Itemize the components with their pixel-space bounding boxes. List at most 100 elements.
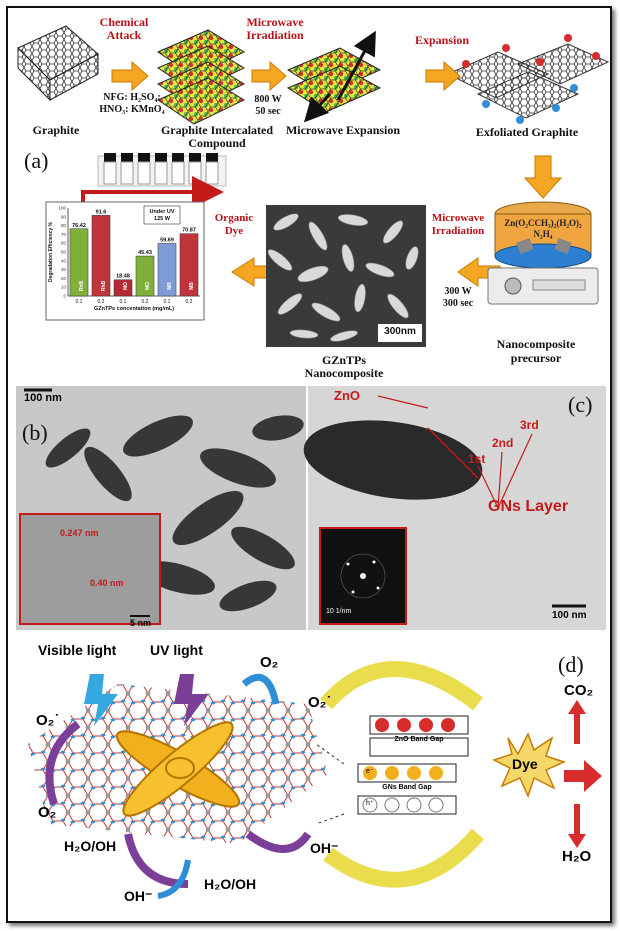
label-chemical-attack: Chemical Attack <box>99 15 149 42</box>
panel-label-d: (d) <box>558 652 584 677</box>
chart-y-tick: 60 <box>61 241 67 246</box>
dye-star <box>492 732 567 799</box>
chart-value-label: 18.48 <box>116 274 130 280</box>
label-power-300: 300 W <box>444 286 472 297</box>
chart-y-tick: 20 <box>61 276 67 281</box>
arrow-h2o-bottom <box>124 833 189 888</box>
chart-dye-label: MB <box>189 282 195 290</box>
tem-saed-scale: 10 1/nm <box>326 608 352 615</box>
tem-rod-right <box>303 420 483 500</box>
label-precursor-1: Nanocomposite <box>496 337 576 351</box>
panel-label-c: (c) <box>568 392 593 417</box>
exfoliated-graphite <box>446 34 610 124</box>
sem-image <box>266 205 426 347</box>
zno-tetrapod <box>115 721 241 817</box>
label-time-50: 50 sec <box>255 106 281 117</box>
label-o2-left: O₂ <box>38 804 57 821</box>
chart-annotation-box <box>143 205 181 225</box>
band-diagram <box>315 715 469 825</box>
tem-label-second: 2nd <box>492 436 514 450</box>
tem-dspacing-2: 0.40 nm <box>90 578 124 588</box>
chart-annotation: Under UV <box>149 209 174 215</box>
yellow-arrow-top <box>320 661 483 711</box>
chart-value-label: 70.87 <box>182 228 196 234</box>
degradation-chart: 010203040506070809010076.42RhB0.191.6RhB… <box>48 205 200 312</box>
label-exfoliated: Exfoliated Graphite <box>475 125 579 139</box>
chart-bar <box>113 279 133 297</box>
arrow-oh-right <box>245 830 312 853</box>
tem-scale-inset: 5 nm <box>130 618 152 628</box>
chart-bar <box>179 233 199 297</box>
tem-dspacing-1: 0.247 nm <box>60 528 99 538</box>
chart-value-label: 76.42 <box>72 223 86 229</box>
chart-x-label: GZnTPs concentation (mg/mL) <box>94 306 174 312</box>
gic-stack <box>156 29 246 125</box>
label-h2o-product: H₂O <box>562 848 592 865</box>
label-reagents-2: HNO₃: KMnO₄ <box>99 104 165 115</box>
arrow-o2-left <box>45 720 81 806</box>
chart-y-label: Degradation Efficiency % <box>48 221 54 282</box>
label-electron: e⁻ <box>366 768 374 775</box>
label-expansion: Expansion <box>414 33 470 47</box>
label-microwave-expansion: Microwave Expansion <box>285 123 401 137</box>
label-precursor-formula-2: N₂H₄ <box>533 229 553 239</box>
yellow-arrow-bottom <box>323 828 485 888</box>
tem-scale-right: 100 nm <box>552 610 587 621</box>
microwave-expansion-graphic <box>286 30 382 123</box>
label-organic-dye: Organic Dye <box>214 212 254 237</box>
dye-vials <box>97 153 227 187</box>
chart-bar <box>69 228 89 297</box>
tem-label-third: 3rd <box>520 418 539 432</box>
label-microwave-irradiation: Microwave Irradiation <box>246 15 304 42</box>
label-time-300: 300 sec <box>442 298 474 309</box>
tem-rods-left <box>45 415 304 612</box>
chart-y-tick: 40 <box>61 258 67 263</box>
chart-bar <box>157 243 177 297</box>
arrow-o2-top <box>241 673 280 705</box>
chart-category-label: 0.1 <box>164 299 171 305</box>
chart-y-tick: 100 <box>58 206 66 211</box>
chart-y-tick: 80 <box>61 223 67 228</box>
arrow-h2o <box>568 804 586 848</box>
tem-label-first: 1st <box>468 452 486 466</box>
chart-y-tick: 90 <box>61 214 67 219</box>
label-reagents-1: NFG: H₂SO₄: <box>103 92 161 103</box>
chart-value-label: 91.6 <box>96 209 107 215</box>
chart-bar <box>91 215 111 297</box>
label-power-800: 800 W <box>254 94 282 105</box>
chart-y-tick: 10 <box>61 285 67 290</box>
chart-y-tick: 30 <box>61 267 67 272</box>
chart-y-tick: 70 <box>61 232 67 237</box>
chart-dye-label: RhB <box>79 280 85 291</box>
chart-category-label: 0.2 <box>186 299 193 305</box>
process-graphics: 010203040506070809010076.42RhB0.191.6RhB… <box>17 25 610 347</box>
chart-value-label: 59.69 <box>160 237 174 243</box>
label-gic-2: Compound <box>188 136 246 150</box>
chart-category-label: 0.2 <box>98 299 105 305</box>
tem-label-gns: GNs Layer <box>488 498 569 515</box>
saed-inset <box>319 527 407 625</box>
label-gic-1: Graphite Intercalated <box>160 123 274 137</box>
label-precursor-2: precursor <box>510 351 562 365</box>
tem-scale-left: 100 nm <box>24 392 62 404</box>
panel-label-b: (b) <box>22 420 48 445</box>
label-o2-radical-left: O₂˙ <box>36 712 60 729</box>
label-gzntps-1: GZnTPs <box>321 353 366 367</box>
label-gns-band-gap: GNs Band Gap <box>382 784 432 791</box>
mechanism-graphics <box>28 661 602 899</box>
graphite-stack <box>17 25 99 102</box>
chart-y-tick: 50 <box>61 250 67 255</box>
chart-category-label: 0.1 <box>120 299 127 305</box>
uv-light-bolt <box>174 674 208 726</box>
panel-label-a: (a) <box>24 148 49 173</box>
chart-y-tick: 0 <box>63 294 66 299</box>
chart-value-label: 45.43 <box>138 250 152 256</box>
label-precursor-formula-1: Zn(O₂CCH₃)₂(H₂O)₂ <box>504 218 582 228</box>
tem-images <box>16 386 606 630</box>
label-sem-scale: 300nm <box>384 326 416 337</box>
label-o2-radical-right: O₂˙ <box>308 694 332 711</box>
chart-category-label: 0.1 <box>76 299 83 305</box>
label-hole: h⁺ <box>366 800 374 807</box>
chart-category-label: 0.2 <box>142 299 149 305</box>
